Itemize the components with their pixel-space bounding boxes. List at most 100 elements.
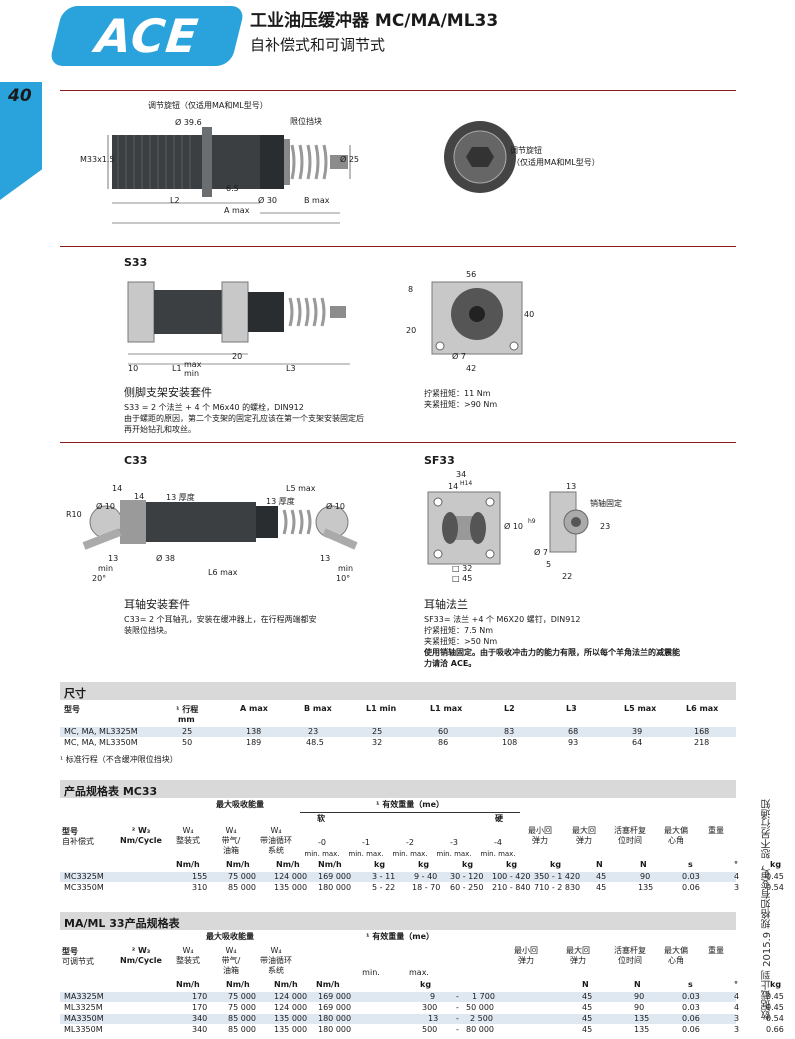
sf33-dim-14: 14 (448, 482, 459, 491)
c33-angle-10: 10° (336, 574, 351, 583)
c33-dim-14a: 14 (112, 484, 123, 493)
s33-flange-drawing (431, 281, 523, 355)
sf33-dim-34: 34 (456, 470, 467, 479)
spring (290, 144, 328, 180)
sf33-torque-2: 夹紧扭矩：>50 Nm (424, 637, 498, 646)
c33-dim-14b: 14 (134, 492, 145, 501)
mc33-group-weight: ¹ 有效重量（me） (375, 800, 445, 809)
dim-65: 6.5 (226, 184, 239, 193)
c33-thick-13: 13 厚度 (166, 493, 195, 502)
s33-drawing (127, 281, 350, 365)
flange-dim-56: 56 (466, 270, 477, 279)
page-number: 40 (8, 86, 32, 106)
piston-rod (330, 155, 348, 169)
c33-thick-13b: 13 厚度 (266, 497, 295, 506)
dims-title: 尺寸 (60, 682, 736, 700)
c33-desc-2: 装限位挡块。 (124, 626, 172, 635)
mc33-model-head: 型号 (62, 827, 78, 836)
sf33-desc: SF33= 法兰 +4 个 M6X20 螺钉，DIN912 (424, 615, 581, 624)
c33-dim-r10: R10 (66, 510, 82, 519)
dim-m33: M33x1.5 (80, 155, 115, 164)
hex-socket (466, 147, 494, 167)
ma33-group-weight: ¹ 有效重量（me） (365, 932, 435, 941)
s33-torque-1: 拧紧扭矩：11 Nm (424, 389, 491, 398)
sf33-note-2: 力请洽 ACE。 (424, 659, 477, 668)
shock-absorber-drawing (107, 121, 516, 224)
sf33-drawing (427, 491, 589, 565)
dims-footnote: ¹ 标准行程（不含缓冲限位挡块） (60, 755, 178, 764)
s33-title: S33 (124, 256, 148, 269)
c33-caption: 耳轴安装套件 (124, 598, 190, 611)
page-subtitle: 自补偿式和可调节式 (250, 36, 386, 54)
knob-label: 调节旋钮（仅适用MA和ML型号） (148, 101, 268, 110)
c33-dim-l6: L6 max (208, 568, 238, 577)
knob2-label: 调节旋钮 (510, 146, 542, 155)
body-left (112, 135, 202, 189)
mc33-title: 产品规格表 MC33 (60, 780, 736, 798)
dims-unit: mm (178, 715, 195, 724)
s33-dim-10: 10 (128, 364, 139, 373)
sf33-note-1: 使用销轴固定。由于吸收冲击力的能力有限，所以每个羊角法兰的减震能 (424, 648, 680, 657)
sf33-dim-22: 22 (562, 572, 573, 581)
s33-dim-l1: L1 (172, 364, 182, 373)
c33-dim-13: 13 (108, 554, 119, 563)
sf33-dim-d10: Ø 10 (504, 522, 524, 531)
sf33-dim-23: 23 (600, 522, 611, 531)
sf33-pin-label: 销轴固定 (590, 499, 622, 508)
s33-desc-1: S33 = 2 个法兰 + 4 个 M6x40 的螺栓，DIN912 (124, 403, 304, 412)
dims-header: 型号 ¹ 行程 A max B max L1 min L1 max L2 L3 … (64, 704, 719, 714)
c33-title: C33 (124, 454, 148, 467)
divider (60, 90, 736, 91)
s33-dim-l3: L3 (286, 364, 296, 373)
stop-collar (284, 139, 290, 185)
ace-logo: ACE (48, 6, 246, 66)
c33-dim-d10b: Ø 10 (326, 502, 346, 511)
dim-d30: Ø 30 (258, 196, 278, 205)
ma33-group-energy: 最大吸收能量 (206, 932, 254, 941)
mc33-group-energy: 最大吸收能量 (216, 800, 264, 809)
c33-dim-d38: Ø 38 (156, 554, 176, 563)
thread-lines (117, 135, 191, 189)
c33-angle-20: 20° (92, 574, 107, 583)
s33-caption: 侧脚支架安装套件 (124, 386, 212, 399)
s33-torque-2: 夹紧扭矩：>90 Nm (424, 400, 498, 409)
sf33-dim-d7: Ø 7 (534, 548, 548, 557)
sf33-title: SF33 (424, 454, 455, 467)
sf33-dim-13: 13 (566, 482, 577, 491)
dim-d25: Ø 25 (340, 155, 360, 164)
page-title: 工业油压缓冲器 MC/MA/ML33 (250, 11, 499, 31)
knob-ring (260, 135, 284, 189)
knob2-sub: （仅适用MA和ML型号） (512, 158, 600, 167)
s33-desc-3: 再开始钻孔和攻丝。 (124, 425, 196, 434)
flange-dim-d7: Ø 7 (452, 352, 466, 361)
dim-d39: Ø 39.6 (175, 118, 202, 127)
c33-drawing (82, 500, 358, 550)
s33-dim-20: 20 (232, 352, 243, 361)
c33-desc-1: C33= 2 个耳轴孔，安装在缓冲器上，在行程两端都安 (124, 615, 317, 624)
flange-dim-42: 42 (466, 364, 477, 373)
flange-dim-8: 8 (408, 285, 414, 294)
lock-nut (202, 127, 212, 197)
dimension-lines (107, 135, 351, 224)
sf33-dim-5: 5 (546, 560, 552, 569)
ma33-title: MA/ML 33产品规格表 (60, 912, 736, 930)
dim-bmax: B max (304, 196, 330, 205)
sf33-dim-45: □ 45 (452, 574, 473, 583)
dim-l2: L2 (170, 196, 180, 205)
flange-dim-40: 40 (524, 310, 535, 319)
c33-dim-d10: Ø 10 (96, 502, 116, 511)
side-disclaimer: 数据截止到 2015.9 规格如有变更，恕不另行通知 (762, 798, 773, 1020)
dim-amax: A max (224, 206, 250, 215)
s33-desc-2: 由于螺距的原因，第二个支架的固定孔应该在第一个支架安装固定后 (124, 414, 364, 423)
sf33-caption: 耳轴法兰 (424, 598, 468, 611)
